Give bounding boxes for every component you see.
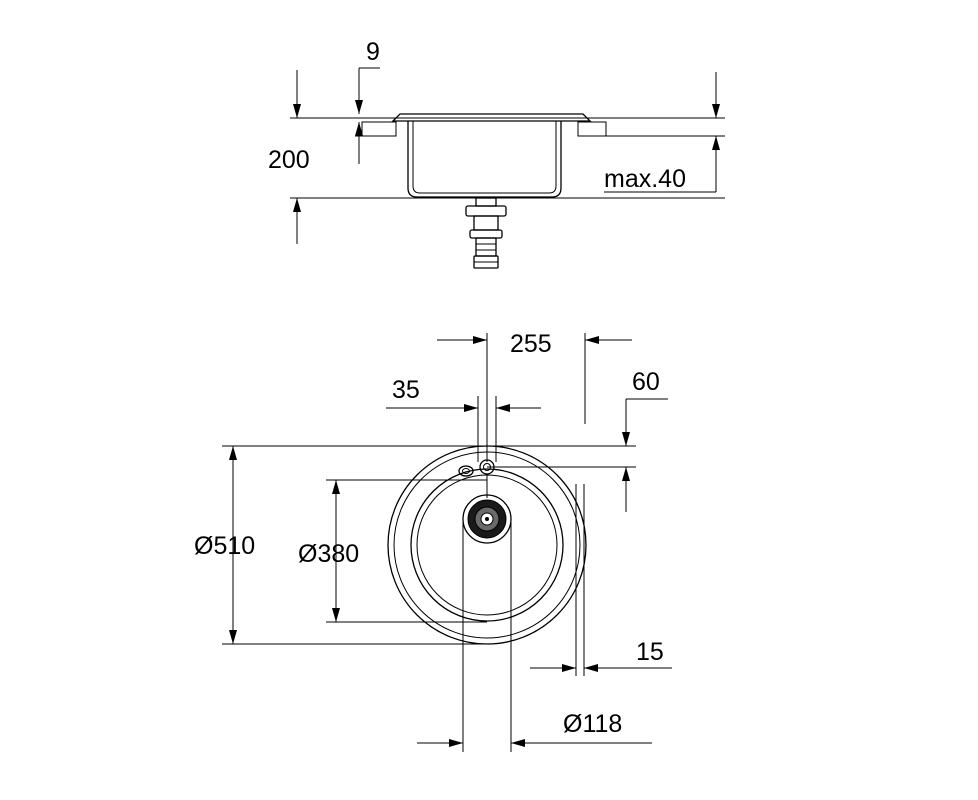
worktop-section-left <box>361 121 397 137</box>
dimension-label-d510: Ø510 <box>194 532 255 560</box>
dimension-label-9: 9 <box>366 38 380 66</box>
dimension-label-35: 35 <box>392 376 420 404</box>
sink-bowl-inner <box>412 121 557 194</box>
overflow-hole-inner <box>462 468 470 474</box>
dimension-label-200: 200 <box>268 146 310 174</box>
top-view: 255 35 60 Ø510 <box>194 330 672 752</box>
dimension-flange-thickness: 9 <box>355 38 380 164</box>
dimension-tap-hole-spacing: 35 <box>386 376 541 462</box>
side-view: 200 9 max.40 <box>268 38 725 269</box>
dimension-label-60: 60 <box>632 368 660 396</box>
bowl-outer <box>410 468 564 622</box>
dimension-bowl-depth: 200 <box>268 70 310 244</box>
dimension-outer-diameter: Ø510 <box>194 446 487 645</box>
dimension-label-d380: Ø380 <box>298 540 359 568</box>
dimension-label-15: 15 <box>636 638 664 666</box>
dimension-bowl-diameter: Ø380 <box>298 479 487 623</box>
dimension-tap-from-edge: 60 <box>222 368 668 512</box>
sink-bowl-outer <box>407 121 562 198</box>
dimension-tap-offset: 255 <box>437 330 632 462</box>
drain-fitting <box>465 197 507 269</box>
dimension-label-255: 255 <box>510 330 552 358</box>
drain-strainer <box>462 494 512 544</box>
sink-flange <box>391 113 592 122</box>
overflow-hole <box>458 465 474 477</box>
dimension-label-max40: max.40 <box>604 165 686 193</box>
dimension-label-d118: Ø118 <box>563 710 622 738</box>
dimension-drain-diameter: Ø118 <box>417 519 652 752</box>
dimension-max-worktop: max.40 <box>604 72 720 193</box>
worktop-section-right <box>577 121 607 137</box>
dimension-rim-width: 15 <box>530 484 672 676</box>
